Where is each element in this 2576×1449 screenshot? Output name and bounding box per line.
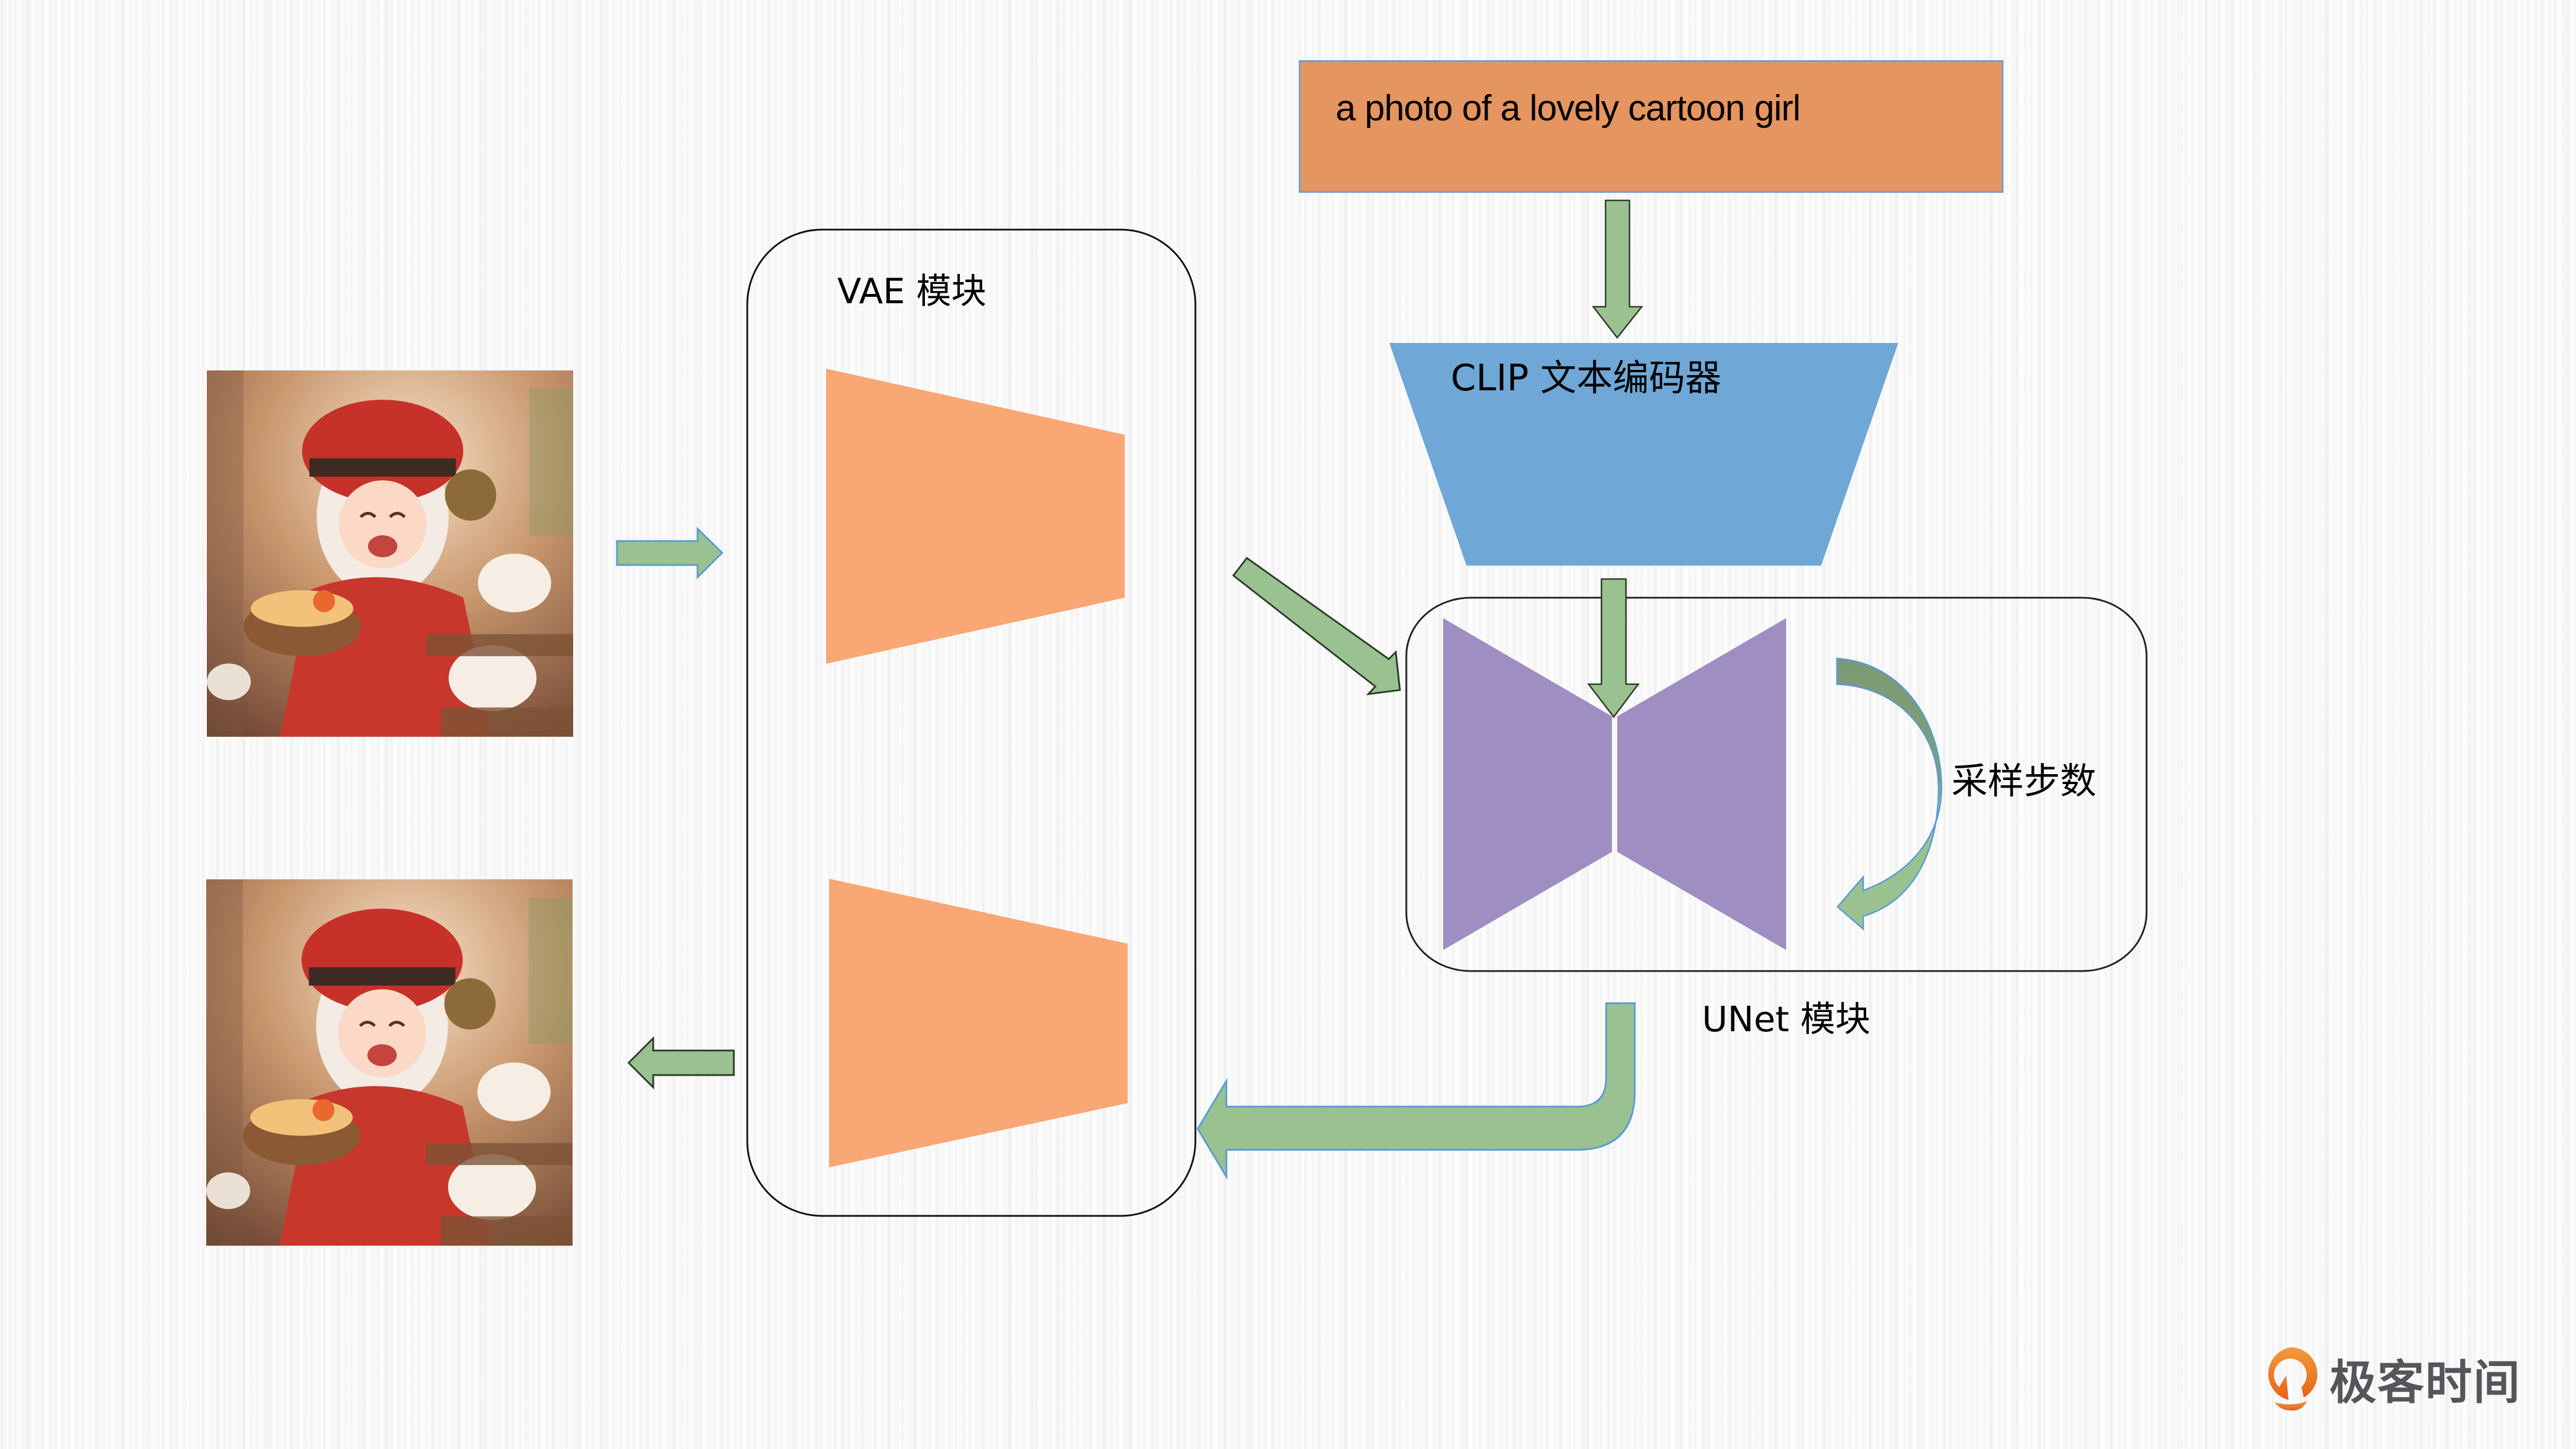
arrow-clip-to-unet (1587, 578, 1640, 719)
input-image (207, 370, 573, 737)
arrow-unet-to-vae-decoder (1197, 1002, 1636, 1180)
prompt-box: a photo of a lovely cartoon girl (1299, 60, 2003, 193)
sampling-steps-label: 采样步数 (1951, 760, 2097, 802)
geektime-logo-icon (2268, 1347, 2318, 1411)
arrow-prompt-to-clip (1592, 199, 1644, 339)
unet-down-shape (1443, 618, 1612, 950)
sampling-loop-arrow (1836, 657, 1943, 931)
clip-encoder-label: CLIP 文本编码器 (1451, 356, 1722, 399)
arrow-vae-to-unet (1232, 556, 1401, 696)
vae-module-container (746, 228, 1197, 1217)
brand-logo-text: 极客时间 (2329, 1356, 2521, 1410)
arrow-vae-to-image (627, 1036, 735, 1090)
vae-decoder-shape (829, 879, 1128, 1167)
unet-module-label: UNet 模块 (1702, 999, 1871, 1040)
prompt-text: a photo of a lovely cartoon girl (1336, 88, 1801, 129)
output-image (206, 879, 573, 1246)
clip-encoder-shape (1389, 343, 1898, 566)
vae-encoder-shape (826, 369, 1125, 664)
arrow-image-to-vae (616, 526, 724, 580)
unet-module-container (1405, 597, 2148, 972)
brand-logo: 极客时间 (2263, 1344, 2521, 1414)
cartoon-girl-illustration (207, 370, 573, 737)
unet-up-shape (1617, 618, 1786, 950)
cartoon-girl-illustration (206, 879, 573, 1246)
vae-module-label: VAE 模块 (837, 271, 987, 312)
